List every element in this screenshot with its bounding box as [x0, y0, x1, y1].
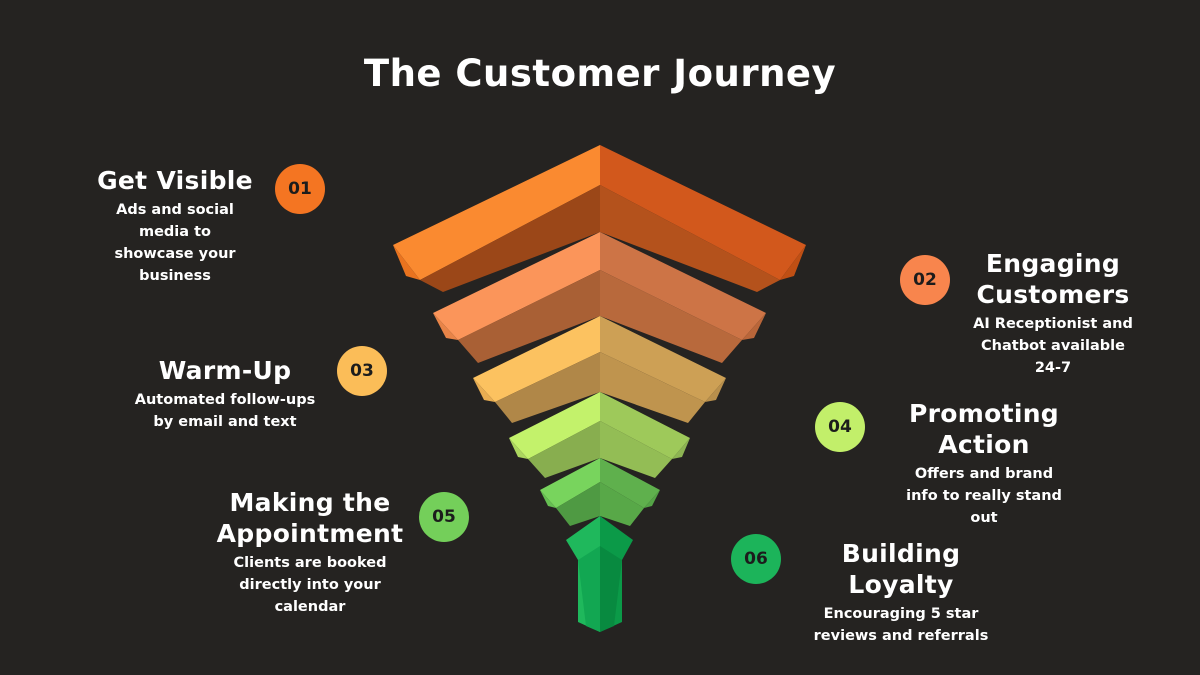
step-number-badge-01: 01 [275, 164, 325, 214]
step-making-the-appointment: Making the Appointment Clients are booke… [205, 487, 415, 618]
step-description: Ads and social media to showcase your bu… [90, 199, 260, 287]
heading-line: Action [938, 430, 1030, 459]
funnel-layer-3 [473, 316, 726, 423]
step-description: Automated follow-ups by email and text [120, 389, 330, 433]
step-number-badge-03: 03 [337, 346, 387, 396]
heading-line: Customers [976, 280, 1130, 309]
desc-line: reviews and referrals [813, 628, 989, 644]
step-description: Clients are booked directly into your ca… [205, 552, 415, 618]
step-number-badge-06: 06 [731, 534, 781, 584]
step-heading: Building Loyalty [805, 538, 997, 600]
desc-line: directly into your [239, 577, 381, 593]
desc-line: AI Receptionist and [973, 316, 1133, 332]
desc-line: media to [138, 224, 212, 240]
desc-line: info to really stand [906, 488, 1062, 504]
heading-line: Building [841, 539, 961, 568]
desc-line: Chatbot available [981, 338, 1125, 354]
desc-line: showcase your [114, 246, 236, 262]
desc-line: Ads and social [116, 202, 234, 218]
step-heading: Engaging Customers [962, 248, 1144, 310]
heading-line: Appointment [216, 519, 404, 548]
desc-line: business [139, 268, 211, 284]
step-heading: Making the Appointment [205, 487, 415, 549]
step-number-badge-05: 05 [419, 492, 469, 542]
step-number-badge-04: 04 [815, 402, 865, 452]
page-title: The Customer Journey [363, 52, 837, 95]
desc-line: out [970, 510, 998, 526]
funnel-layer-6 [566, 516, 633, 632]
step-description: AI Receptionist and Chatbot available 24… [962, 313, 1144, 379]
funnel-layer-4 [509, 392, 690, 478]
heading-line: Making the [229, 488, 391, 517]
step-number-badge-02: 02 [900, 255, 950, 305]
step-promoting-action: Promoting Action Offers and brand info t… [893, 398, 1075, 529]
desc-line: calendar [274, 599, 346, 615]
desc-line: Offers and brand [914, 466, 1054, 482]
step-get-visible: Get Visible Ads and social media to show… [90, 165, 260, 287]
desc-line: Encouraging 5 star [823, 606, 979, 622]
funnel-layer-2 [433, 232, 766, 363]
funnel-layer-1 [393, 145, 806, 292]
step-heading: Get Visible [97, 166, 253, 195]
step-heading: Promoting Action [893, 398, 1075, 460]
step-heading: Warm-Up [158, 356, 292, 385]
desc-line: by email and text [153, 414, 297, 430]
step-engaging-customers: Engaging Customers AI Receptionist and C… [962, 248, 1144, 379]
desc-line: Clients are booked [233, 555, 387, 571]
step-description: Offers and brand info to really stand ou… [893, 463, 1075, 529]
step-description: Encouraging 5 star reviews and referrals [805, 603, 997, 647]
heading-line: Loyalty [848, 570, 954, 599]
heading-line: Engaging [985, 249, 1121, 278]
funnel-layer-5 [540, 458, 660, 526]
desc-line: 24-7 [1034, 360, 1072, 376]
desc-line: Automated follow-ups [134, 392, 316, 408]
heading-line: Promoting [909, 399, 1059, 428]
step-warm-up: Warm-Up Automated follow-ups by email an… [120, 355, 330, 433]
step-building-loyalty: Building Loyalty Encouraging 5 star revi… [805, 538, 997, 647]
